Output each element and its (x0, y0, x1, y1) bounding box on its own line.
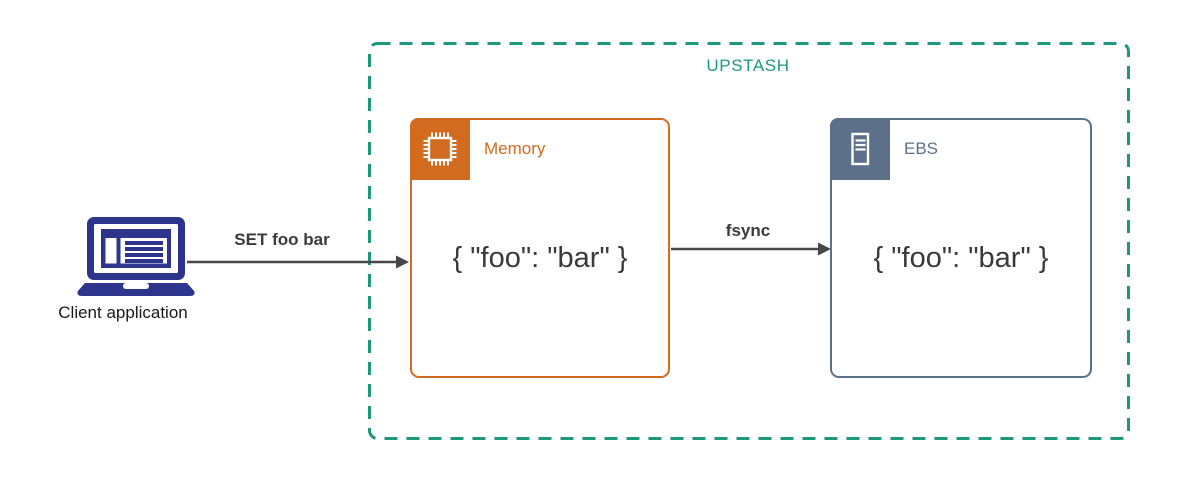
fsync-arrow (671, 242, 831, 256)
ebs-node: EBS { "foo": "bar" } (829, 117, 1092, 378)
memory-badge (409, 117, 470, 180)
ebs-badge (829, 117, 890, 180)
upstash-boundary (368, 42, 1130, 440)
memory-node: Memory { "foo": "bar" } (409, 117, 670, 378)
memory-value: { "foo": "bar" } (452, 242, 628, 274)
client-label: Client application (58, 303, 188, 322)
set-arrow-label: SET foo bar (234, 230, 330, 249)
set-arrow (187, 255, 409, 269)
memory-title: Memory (484, 139, 546, 158)
fsync-arrow-label: fsync (725, 221, 771, 240)
laptop-icon (77, 217, 195, 296)
arrowhead-icon (818, 242, 831, 256)
upstash-label: UPSTASH (706, 56, 790, 75)
ebs-title: EBS (904, 139, 939, 158)
cpu-chip-icon (423, 132, 456, 165)
server-icon (850, 132, 869, 165)
arrowhead-icon (396, 255, 409, 269)
ebs-value: { "foo": "bar" } (873, 242, 1049, 274)
